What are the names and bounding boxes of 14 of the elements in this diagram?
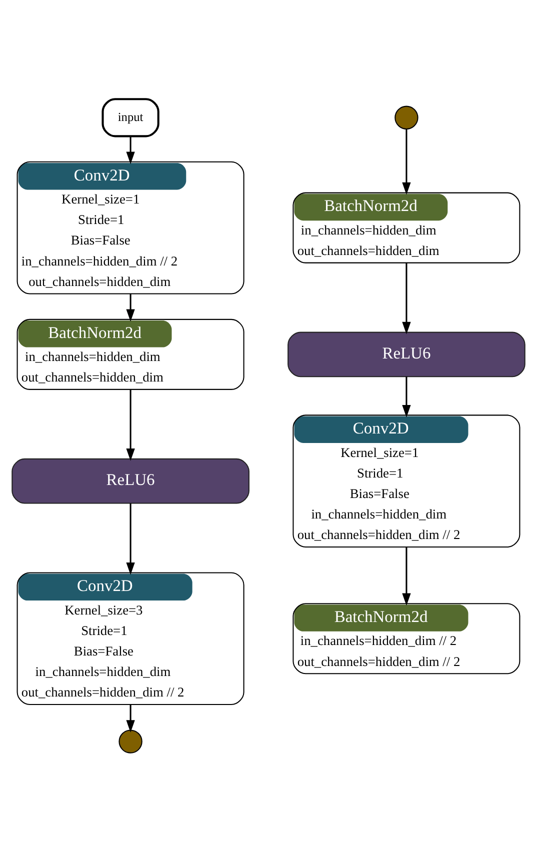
arrow <box>402 128 411 194</box>
arrow <box>126 704 135 732</box>
arrow <box>126 294 135 322</box>
node-box: ReLU6 <box>288 331 526 377</box>
node-box: input <box>102 98 160 137</box>
arrow <box>126 502 135 574</box>
node-circle <box>394 105 418 129</box>
node-circle <box>118 729 142 753</box>
node-box: ReLU6 <box>12 458 250 504</box>
arrow <box>126 389 135 460</box>
arrow <box>402 262 411 334</box>
arrow <box>402 376 411 417</box>
arrow <box>402 546 411 606</box>
arrow <box>126 136 135 164</box>
